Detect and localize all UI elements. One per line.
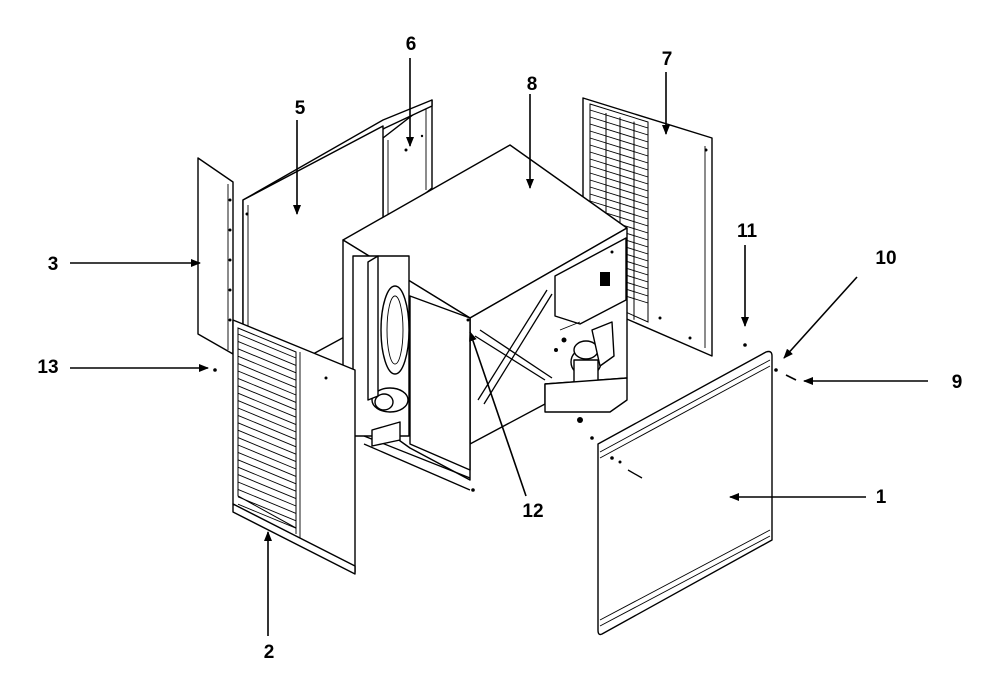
callout-10: 10	[875, 248, 896, 269]
callout-12: 12	[522, 501, 543, 522]
callout-1: 1	[876, 487, 887, 508]
callout-8: 8	[527, 74, 538, 95]
screws-hardware	[213, 343, 797, 440]
callout-11: 11	[737, 221, 758, 242]
callout-5: 5	[295, 98, 306, 119]
part-1-front-panel	[597, 350, 773, 636]
part-2-front-grille-panel	[232, 319, 356, 575]
leader-lines	[70, 58, 928, 636]
callout-labels: 1 2 3 5 6 7 8 9 10 11 12 13	[37, 34, 962, 663]
callout-6: 6	[406, 34, 417, 55]
callout-13: 13	[37, 357, 58, 378]
callout-3: 3	[48, 254, 59, 275]
callout-7: 7	[662, 49, 673, 70]
callout-9: 9	[952, 372, 963, 393]
part-3-left-narrow-panel	[197, 157, 234, 355]
callout-2: 2	[264, 642, 275, 663]
part-8-cabinet-top	[342, 144, 628, 492]
